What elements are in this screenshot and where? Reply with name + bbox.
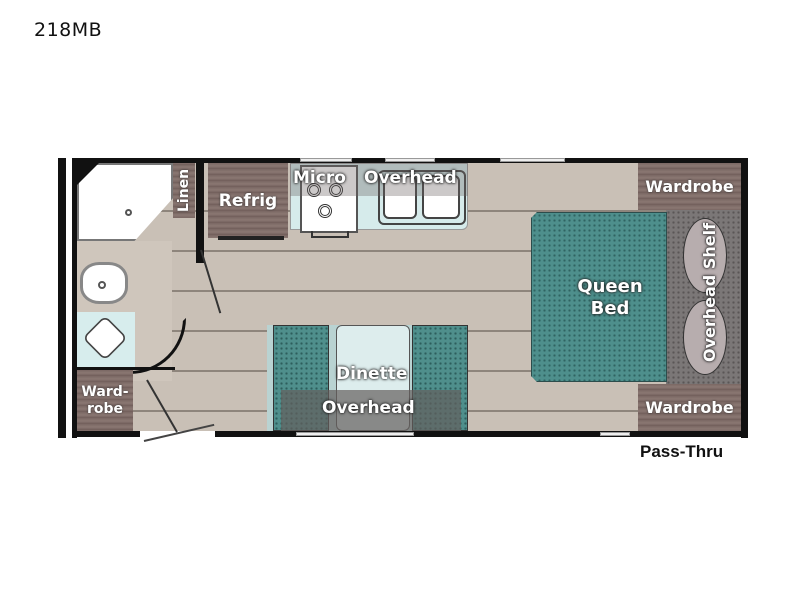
queen-bed [531, 212, 667, 382]
burner-icon [307, 183, 321, 197]
window [296, 432, 414, 436]
wardrobe-bath-label-2: robe [86, 400, 124, 417]
window [600, 432, 630, 436]
wardrobe-bottom: Wardrobe [638, 384, 741, 431]
micro-label: Micro [293, 168, 346, 188]
window [385, 158, 435, 162]
wardrobe-bathroom: Ward- robe [77, 370, 133, 431]
wardrobe-bath-label-1: Ward- [81, 383, 129, 400]
dinette-overhead-label: Overhead [322, 398, 415, 418]
kitchen-sink [378, 170, 466, 225]
sink-bowl-icon [383, 175, 417, 219]
model-title: 218MB [34, 19, 103, 41]
dinette-label: Dinette [336, 364, 408, 384]
kitchen-overhead-label: Overhead [364, 168, 457, 188]
exterior-wall-left [72, 158, 77, 438]
pillow-icon [683, 300, 727, 375]
window [300, 158, 352, 162]
stove [300, 165, 358, 233]
burner-icon [318, 204, 332, 218]
dinette-overhead-cabinet [281, 390, 461, 431]
shower-drain-icon [125, 209, 132, 216]
window [500, 158, 565, 162]
refrigerator-base [218, 236, 284, 240]
queen-bed-label: Queen Bed [560, 276, 660, 320]
bathroom-wall [77, 367, 175, 370]
linen-closet: Linen [173, 163, 195, 218]
burner-icon [329, 183, 343, 197]
exterior-wall-left-outer [58, 158, 66, 438]
refrigerator: Refrig [208, 163, 288, 238]
toilet-bowl-icon [98, 281, 106, 289]
sink-bowl-icon [422, 175, 460, 219]
overhead-shelf-label: Overhead Shelf [700, 222, 719, 362]
exterior-wall-right [741, 158, 748, 438]
kitchen-overhead-cabinet [290, 163, 468, 196]
interior-wall [196, 163, 204, 263]
pillow-icon [683, 218, 727, 293]
queen-bed-label-1: Queen [577, 276, 643, 297]
pass-thru-label: Pass-Thru [640, 442, 724, 461]
queen-bed-label-2: Bed [590, 298, 630, 319]
wardrobe-top: Wardrobe [638, 163, 741, 210]
oven-handle [311, 231, 349, 238]
